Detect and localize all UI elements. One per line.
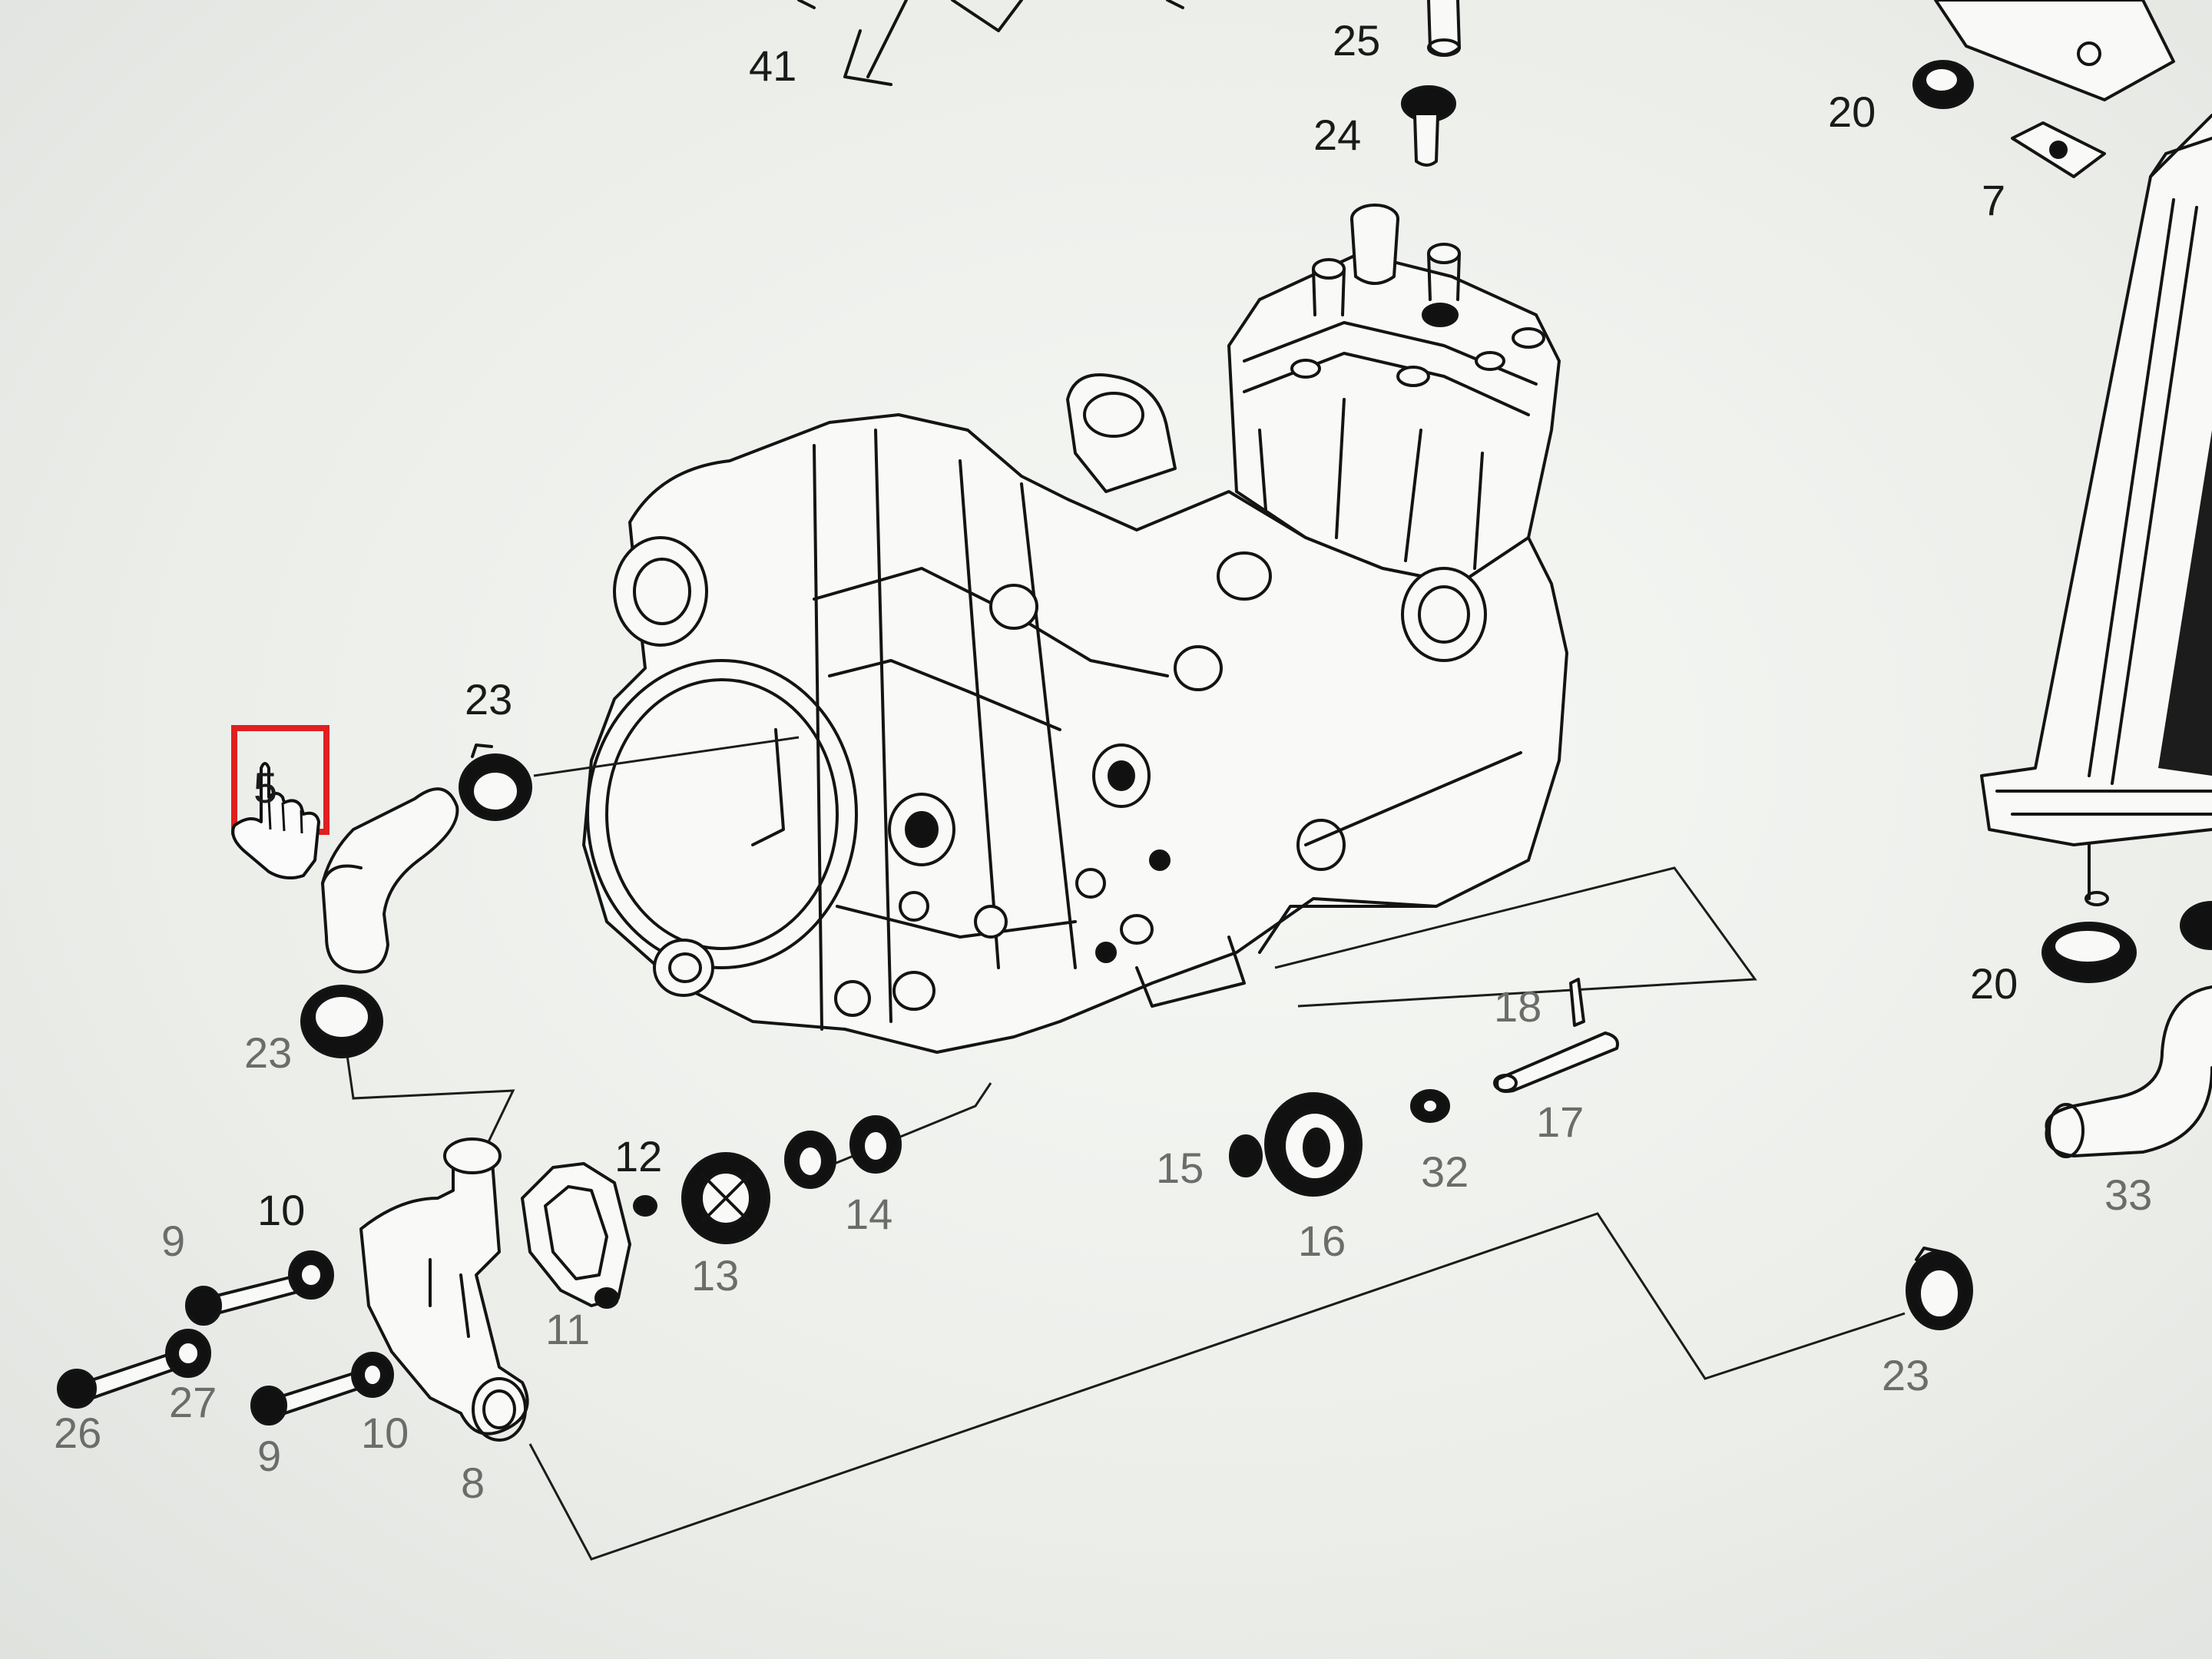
label-part-27: 27 bbox=[169, 1378, 217, 1426]
label-part-16: 16 bbox=[1298, 1217, 1346, 1265]
part-18-clip[interactable] bbox=[1569, 978, 1585, 1027]
part-7-nut-plate[interactable] bbox=[2011, 121, 2106, 178]
part-13-impeller[interactable] bbox=[681, 1152, 770, 1244]
part-23-clip-lower[interactable] bbox=[300, 985, 383, 1058]
label-part-9-lower: 9 bbox=[257, 1432, 281, 1480]
part-32-nut[interactable] bbox=[1410, 1089, 1450, 1123]
part-14-seals[interactable] bbox=[784, 1115, 902, 1189]
part-8-water-pump-housing[interactable] bbox=[359, 1137, 529, 1442]
label-part-23-upper: 23 bbox=[465, 675, 512, 724]
part-20-grommet-top[interactable] bbox=[1912, 60, 1974, 109]
label-part-20-bottom: 20 bbox=[1970, 959, 2018, 1008]
label-part-8: 8 bbox=[461, 1459, 485, 1507]
label-part-23-right: 23 bbox=[1882, 1351, 1929, 1399]
label-part-12: 12 bbox=[614, 1132, 662, 1181]
label-part-13: 13 bbox=[691, 1251, 739, 1300]
part-5-hose[interactable] bbox=[321, 787, 459, 974]
radiator[interactable] bbox=[1980, 114, 2212, 906]
bolts-9-10-26-27[interactable] bbox=[57, 1250, 394, 1426]
part-41-fragment bbox=[797, 0, 1184, 86]
label-part-10-upper: 10 bbox=[257, 1186, 305, 1234]
part-11-gasket[interactable] bbox=[521, 1162, 631, 1307]
part-12-stud[interactable] bbox=[594, 1195, 657, 1309]
label-part-41: 41 bbox=[749, 41, 796, 90]
part-17-pin[interactable] bbox=[1493, 1031, 1619, 1093]
label-part-32: 32 bbox=[1421, 1147, 1469, 1196]
label-part-9-upper: 9 bbox=[161, 1217, 185, 1265]
part-16-pulley[interactable] bbox=[1264, 1092, 1363, 1197]
hand-pointer-icon bbox=[231, 762, 320, 880]
label-part-25: 25 bbox=[1333, 16, 1380, 65]
label-part-10-lower: 10 bbox=[361, 1409, 409, 1457]
label-part-17: 17 bbox=[1536, 1098, 1584, 1146]
label-part-7: 7 bbox=[1982, 176, 2005, 224]
label-part-11: 11 bbox=[545, 1305, 590, 1353]
part-25-cap[interactable] bbox=[1427, 0, 1461, 57]
label-part-20-top: 20 bbox=[1828, 88, 1876, 136]
part-24-bolt[interactable] bbox=[1401, 85, 1456, 167]
head-studs bbox=[1290, 204, 1545, 387]
engine-assembly[interactable] bbox=[582, 204, 1568, 1054]
part-15-washer[interactable] bbox=[1229, 1134, 1263, 1177]
part-23-clip-upper[interactable] bbox=[459, 743, 532, 821]
label-part-14: 14 bbox=[845, 1190, 892, 1238]
part-34-bracket[interactable] bbox=[1934, 0, 2175, 101]
label-part-26: 26 bbox=[54, 1409, 101, 1457]
part-33-hose[interactable] bbox=[2045, 985, 2212, 1158]
callout-labels: 41 25 24 20 7 20 23 23 23 5 18 17 12 13 … bbox=[54, 16, 2152, 1507]
part-20-grommet-bottom[interactable] bbox=[2041, 901, 2212, 983]
label-part-18: 18 bbox=[1494, 982, 1541, 1031]
label-part-33: 33 bbox=[2104, 1171, 2152, 1219]
label-part-24: 24 bbox=[1313, 111, 1361, 159]
label-part-15: 15 bbox=[1156, 1144, 1204, 1192]
label-part-5: 5 bbox=[253, 763, 277, 812]
label-part-23-lower: 23 bbox=[244, 1028, 292, 1077]
part-23-clip-right[interactable] bbox=[1906, 1247, 1973, 1330]
